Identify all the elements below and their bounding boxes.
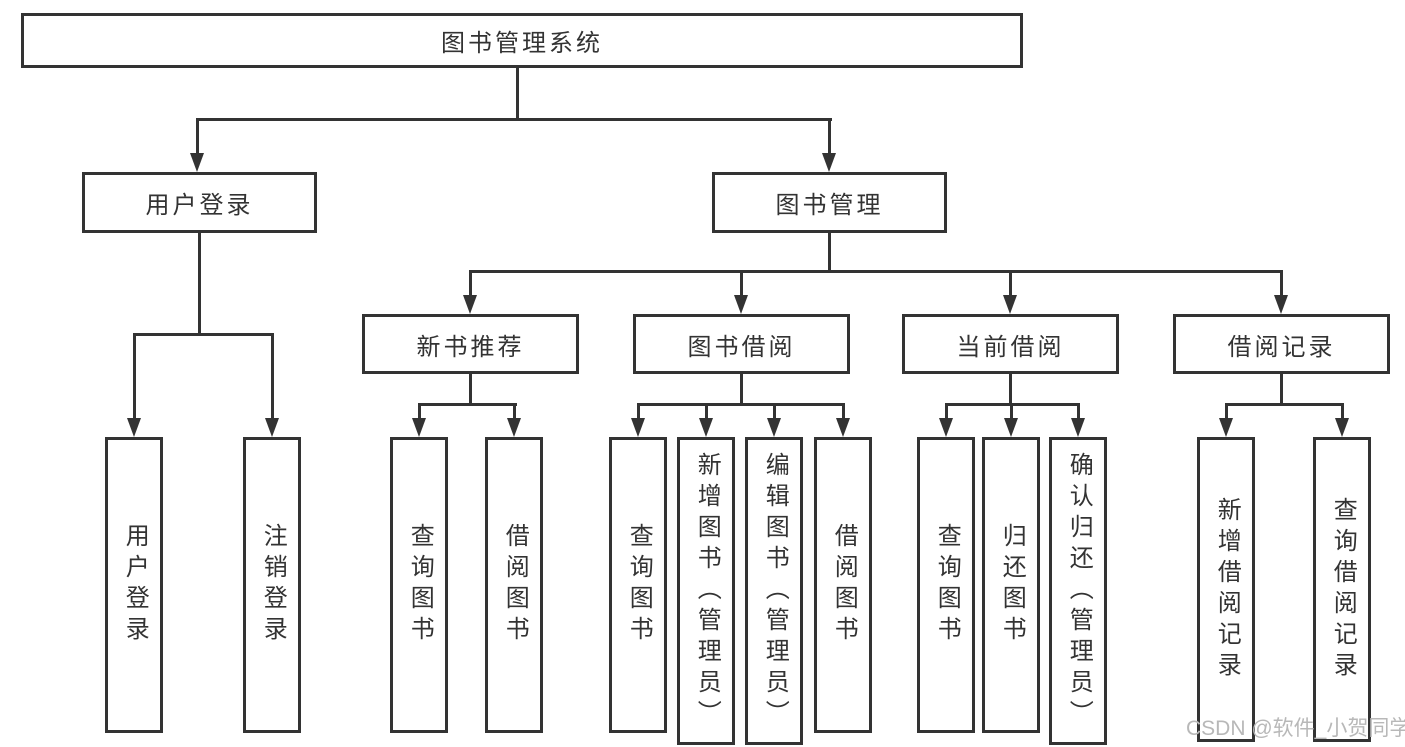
leaf-query-borrow-record: 查询借阅记录 <box>1313 437 1371 742</box>
arrowhead-down-icon <box>631 418 645 437</box>
arrowhead-down-icon <box>507 418 521 437</box>
leaf-current-query-books: 查询图书 <box>917 437 975 733</box>
leaf-edit-books-admin: 编辑图书（管理员） <box>745 437 803 745</box>
node-current-borrow-label: 当前借阅 <box>956 333 1065 361</box>
arrowhead-down-icon <box>412 418 426 437</box>
connector-line <box>469 270 472 297</box>
node-current-borrow: 当前借阅 <box>902 314 1119 374</box>
leaf-logout: 注销登录 <box>243 437 301 733</box>
arrowhead-down-icon <box>127 418 141 437</box>
connector-line <box>842 403 845 419</box>
leaf-add-borrow-record-label: 新增借阅记录 <box>1213 496 1241 683</box>
node-book-borrow: 图书借阅 <box>633 314 850 374</box>
arrowhead-down-icon <box>463 295 477 314</box>
leaf-borrow-query-books-label: 查询图书 <box>625 523 653 647</box>
connector-line <box>1077 403 1080 419</box>
connector-line <box>196 118 199 155</box>
leaf-add-borrow-record: 新增借阅记录 <box>1197 437 1255 742</box>
connector-line <box>1010 403 1013 419</box>
arrowhead-down-icon <box>1004 418 1018 437</box>
connector-line <box>740 372 743 405</box>
leaf-confirm-return-admin-label: 确认归还（管理员） <box>1065 451 1093 731</box>
arrowhead-down-icon <box>1335 418 1349 437</box>
node-root: 图书管理系统 <box>21 13 1023 68</box>
arrowhead-down-icon <box>1219 418 1233 437</box>
watermark: CSDN @软件_小贺同学 <box>1186 717 1405 740</box>
connector-line <box>418 403 517 406</box>
node-book-borrow-label: 图书借阅 <box>687 333 796 361</box>
arrowhead-down-icon <box>822 153 836 172</box>
leaf-current-query-books-label: 查询图书 <box>933 523 961 647</box>
connector-line <box>1225 403 1228 419</box>
leaf-recommend-query-books-label: 查询图书 <box>406 523 434 647</box>
leaf-borrow-borrow-books: 借阅图书 <box>814 437 872 733</box>
leaf-add-books-admin-label: 新增图书（管理员） <box>693 451 721 731</box>
arrowhead-down-icon <box>1274 295 1288 314</box>
node-user-login: 用户登录 <box>82 172 317 233</box>
connector-line <box>1009 372 1012 405</box>
connector-line <box>418 403 421 419</box>
arrowhead-down-icon <box>1071 418 1085 437</box>
node-new-book-recommend-label: 新书推荐 <box>416 333 525 361</box>
leaf-logout-label: 注销登录 <box>259 523 287 647</box>
connector-line <box>1341 403 1344 419</box>
leaf-user-login: 用户登录 <box>105 437 163 733</box>
node-book-management-label: 图书管理 <box>775 192 884 219</box>
leaf-confirm-return-admin: 确认归还（管理员） <box>1049 437 1107 745</box>
connector-line <box>1280 372 1283 405</box>
connector-line <box>133 333 136 419</box>
connector-line <box>133 333 274 336</box>
leaf-borrow-query-books: 查询图书 <box>609 437 667 733</box>
node-root-label: 图书管理系统 <box>441 30 603 57</box>
connector-line <box>705 403 708 419</box>
connector-line <box>198 232 201 335</box>
leaf-add-books-admin: 新增图书（管理员） <box>677 437 735 745</box>
arrowhead-down-icon <box>939 418 953 437</box>
node-book-management: 图书管理 <box>712 172 947 233</box>
arrowhead-down-icon <box>836 418 850 437</box>
node-user-login-label: 用户登录 <box>145 192 254 219</box>
connector-line <box>513 403 516 419</box>
connector-line <box>469 270 1283 273</box>
connector-line <box>637 403 640 419</box>
leaf-query-borrow-record-label: 查询借阅记录 <box>1329 496 1357 683</box>
arrowhead-down-icon <box>734 295 748 314</box>
connector-line <box>1225 403 1344 406</box>
connector-line <box>637 403 845 406</box>
arrowhead-down-icon <box>1003 295 1017 314</box>
node-new-book-recommend: 新书推荐 <box>362 314 579 374</box>
connector-line <box>1009 270 1012 297</box>
leaf-borrow-borrow-books-label: 借阅图书 <box>830 523 858 647</box>
connector-line <box>828 118 831 155</box>
connector-line <box>516 66 519 120</box>
arrowhead-down-icon <box>699 418 713 437</box>
leaf-user-login-label: 用户登录 <box>121 523 149 647</box>
connector-line <box>740 270 743 297</box>
arrowhead-down-icon <box>265 418 279 437</box>
leaf-recommend-query-books: 查询图书 <box>390 437 448 733</box>
node-borrow-records: 借阅记录 <box>1173 314 1390 374</box>
connector-line <box>1280 270 1283 297</box>
leaf-recommend-borrow-books-label: 借阅图书 <box>501 523 529 647</box>
connector-line <box>773 403 776 419</box>
node-borrow-records-label: 借阅记录 <box>1227 333 1336 361</box>
arrowhead-down-icon <box>190 153 204 172</box>
leaf-recommend-borrow-books: 借阅图书 <box>485 437 543 733</box>
leaf-edit-books-admin-label: 编辑图书（管理员） <box>761 451 789 731</box>
connector-line <box>271 333 274 419</box>
connector-line <box>945 403 948 419</box>
connector-line <box>469 372 472 405</box>
leaf-return-books-label: 归还图书 <box>998 523 1026 647</box>
connector-line <box>828 232 831 273</box>
arrowhead-down-icon <box>767 418 781 437</box>
connector-line <box>196 118 832 121</box>
leaf-return-books: 归还图书 <box>982 437 1040 733</box>
